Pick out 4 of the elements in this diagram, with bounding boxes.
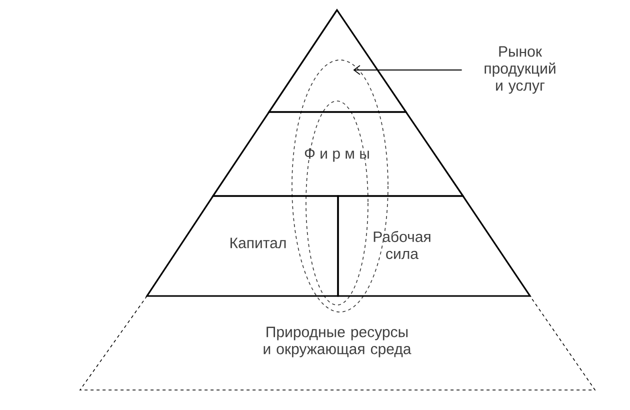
- dashed-trapezoid: Природные ресурсы и окружающая среда: [79, 296, 596, 390]
- callout-text: Рынок продукций и услуг: [484, 46, 556, 94]
- arrow: [353, 65, 462, 75]
- pyramid-cell: Рабочая сила: [337, 195, 532, 297]
